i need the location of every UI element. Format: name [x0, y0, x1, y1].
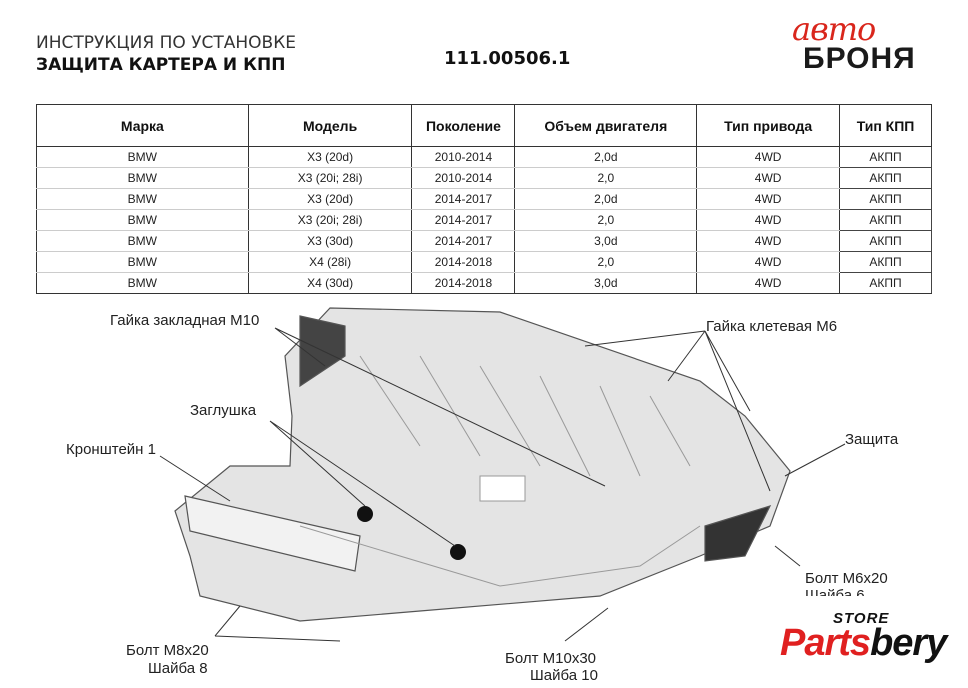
table-cell: АКПП: [839, 272, 932, 294]
plugs: [357, 506, 466, 560]
table-cell: 2,0d: [514, 146, 698, 168]
table-cell: АКПП: [839, 167, 932, 189]
column-header: Модель: [247, 104, 413, 147]
logo-script: авто: [792, 10, 876, 48]
table-cell: 2010-2014: [411, 146, 516, 168]
table-cell: АКПП: [839, 188, 932, 210]
table-cell: 2,0d: [514, 188, 698, 210]
table-cell: X3 (20d): [247, 188, 413, 210]
label-washer-6: Шайба 6: [805, 587, 865, 596]
column-header: Тип КПП: [839, 104, 932, 147]
table-cell: 2,0: [514, 251, 698, 273]
column-header: Поколение: [411, 104, 516, 147]
label-nut-m10: Гайка закладная М10: [110, 312, 260, 329]
table-cell: X3 (20i; 28i): [247, 209, 413, 231]
skid-plate: [174, 307, 791, 622]
table-cell: 2014-2017: [411, 209, 516, 231]
part-number: 111.00506.1: [444, 48, 571, 69]
label-bolt-m6: Болт М6х20: [805, 570, 888, 587]
table-cell: 2,0: [514, 209, 698, 231]
table-cell: 2,0: [514, 167, 698, 189]
label-guard: Защита: [845, 431, 899, 448]
column-header: Тип привода: [696, 104, 841, 147]
table-cell: 2014-2017: [411, 230, 516, 252]
watermark-brand: Partsbery: [780, 622, 947, 665]
table-cell: 4WD: [696, 167, 841, 189]
table-cell: BMW: [36, 209, 249, 231]
logo-word: БРОНЯ: [803, 42, 916, 75]
table-cell: 4WD: [696, 188, 841, 210]
table-cell: 4WD: [696, 209, 841, 231]
table-cell: BMW: [36, 167, 249, 189]
table-cell: BMW: [36, 272, 249, 294]
table-cell: 2010-2014: [411, 167, 516, 189]
installation-diagram: [159, 307, 846, 642]
title-line-2: ЗАЩИТА КАРТЕРА И КПП: [36, 55, 286, 75]
table-cell: 4WD: [696, 230, 841, 252]
table-cell: X3 (20d): [247, 146, 413, 168]
label-plug: Заглушка: [190, 402, 257, 419]
table-cell: 3,0d: [514, 272, 698, 294]
table-cell: X3 (20i; 28i): [247, 167, 413, 189]
table-cell: BMW: [36, 146, 249, 168]
label-bolt-m8: Болт М8х20: [126, 642, 209, 659]
table-cell: 2014-2017: [411, 188, 516, 210]
table-cell: 3,0d: [514, 230, 698, 252]
table-cell: АКПП: [839, 146, 932, 168]
label-cage-nut-m6: Гайка клетевая М6: [706, 318, 838, 335]
table-cell: АКПП: [839, 251, 932, 273]
table-cell: X4 (28i): [247, 251, 413, 273]
column-header: Марка: [36, 104, 249, 147]
table-cell: X4 (30d): [247, 272, 413, 294]
label-washer-10: Шайба 10: [530, 667, 598, 684]
label-washer-8: Шайба 8: [148, 660, 208, 677]
table-cell: 4WD: [696, 146, 841, 168]
table-cell: АКПП: [839, 209, 932, 231]
table-cell: 4WD: [696, 251, 841, 273]
leader-lines: [159, 327, 846, 642]
table-cell: X3 (30d): [247, 230, 413, 252]
title-line-1: ИНСТРУКЦИЯ ПО УСТАНОВКЕ: [36, 33, 297, 53]
watermark-store: STORE: [833, 610, 890, 627]
label-bracket: Кронштейн 1: [66, 441, 156, 458]
table-cell: BMW: [36, 188, 249, 210]
label-bolt-m10: Болт М10х30: [505, 650, 597, 667]
table-cell: АКПП: [839, 230, 932, 252]
watermark-brand-red: Parts: [780, 622, 871, 664]
table-cell: 2014-2018: [411, 272, 516, 294]
table-cell: 2014-2018: [411, 251, 516, 273]
watermark-brand-black: bery: [870, 622, 947, 664]
table-cell: BMW: [36, 230, 249, 252]
column-header: Объем двигателя: [514, 104, 698, 147]
table-cell: 4WD: [696, 272, 841, 294]
table-cell: BMW: [36, 251, 249, 273]
